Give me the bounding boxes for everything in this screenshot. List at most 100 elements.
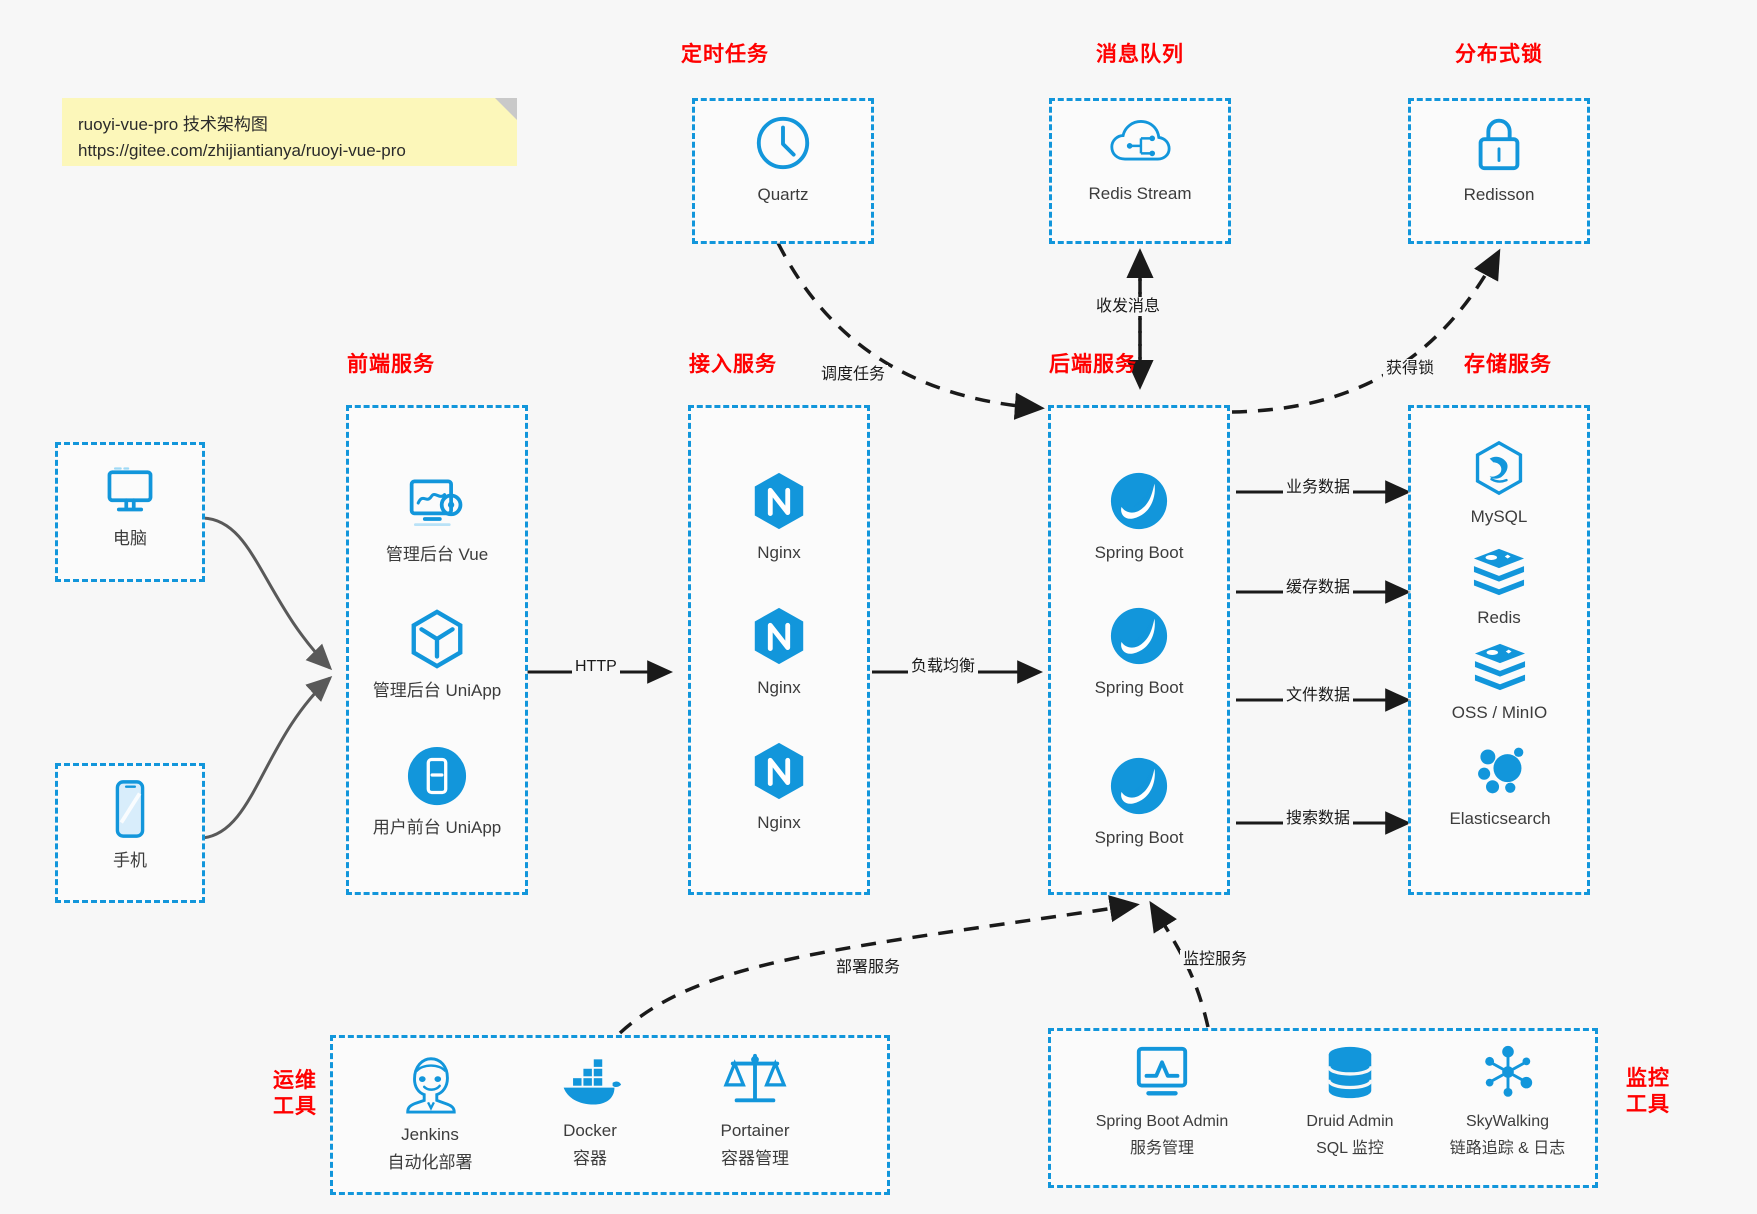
- node-label: Spring Boot: [1094, 678, 1184, 697]
- mobile-app-icon: [406, 745, 468, 812]
- note-line-2: https://gitee.com/zhijiantianya/ruoyi-vu…: [78, 141, 406, 161]
- edge-phone-to-frontend: [202, 675, 333, 840]
- node-sublabel: 容器: [573, 1148, 607, 1168]
- node-mysql[interactable]: MySQL: [1420, 440, 1578, 529]
- node-label: 管理后台 UniApp: [372, 681, 502, 700]
- node-sublabel: SQL 监控: [1316, 1139, 1384, 1157]
- edge-label-monitor-service: 监控服务: [1180, 950, 1251, 970]
- docker-icon: [558, 1052, 622, 1115]
- node-oss-minio[interactable]: OSS / MinIO: [1412, 640, 1587, 725]
- node-spring-boot-2[interactable]: Spring Boot: [1068, 605, 1210, 700]
- skywalking-icon: [1479, 1043, 1537, 1106]
- edge-label-cache-data: 缓存数据: [1283, 578, 1354, 598]
- nginx-icon: [749, 740, 809, 807]
- devops-title-line-1: 运维: [273, 1069, 317, 1092]
- group-title-mq: 消息队列: [1096, 43, 1184, 66]
- node-label: 电脑: [113, 529, 147, 548]
- phone-icon: [107, 778, 153, 845]
- node-desktop[interactable]: 电脑: [65, 460, 195, 551]
- group-title-storage: 存储服务: [1464, 353, 1552, 376]
- spring-boot-icon: [1108, 755, 1170, 822]
- node-elasticsearch[interactable]: Elasticsearch: [1405, 742, 1595, 831]
- node-portainer[interactable]: Portainer 容器管理: [665, 1050, 845, 1171]
- jenkins-icon: [399, 1050, 461, 1119]
- edge-label-http: HTTP: [572, 657, 620, 677]
- node-admin-uniapp[interactable]: 管理后台 UniApp: [366, 608, 508, 703]
- node-label: 手机: [113, 851, 147, 870]
- node-label: Redisson: [1463, 185, 1535, 204]
- node-user-uniapp[interactable]: 用户前台 UniApp: [366, 745, 508, 840]
- group-title-scheduler: 定时任务: [681, 43, 769, 66]
- group-scheduler: [692, 98, 874, 244]
- node-sublabel: 容器管理: [721, 1148, 789, 1168]
- group-client-desktop: [55, 442, 205, 582]
- node-phone[interactable]: 手机: [65, 778, 195, 873]
- node-label: Nginx: [757, 678, 801, 697]
- monitor-title-line-2: 工具: [1626, 1093, 1670, 1117]
- node-sublabel: 链路追踪 & 日志: [1449, 1139, 1566, 1157]
- monitor-title-line-1: 监控: [1626, 1067, 1670, 1090]
- portainer-scale-icon: [723, 1050, 787, 1115]
- node-label: Spring Boot: [1094, 543, 1184, 562]
- edge-label-acquire-lock: 获得锁: [1383, 359, 1438, 379]
- node-nginx-3[interactable]: Nginx: [708, 740, 850, 835]
- edge-label-file-data: 文件数据: [1283, 686, 1354, 706]
- node-nginx-2[interactable]: Nginx: [708, 605, 850, 700]
- node-sublabel: 自动化部署: [387, 1152, 473, 1172]
- mysql-icon: [1471, 440, 1527, 501]
- node-redis[interactable]: Redis: [1420, 545, 1578, 630]
- node-redis-stream[interactable]: Redis Stream: [1069, 115, 1211, 206]
- node-label: OSS / MinIO: [1451, 703, 1548, 722]
- spring-boot-icon: [1108, 605, 1170, 672]
- group-mq: [1049, 98, 1231, 244]
- redis-icon: [1470, 545, 1528, 602]
- note-line-1: ruoyi-vue-pro 技术架构图: [78, 115, 268, 134]
- node-admin-vue[interactable]: 管理后台 Vue: [366, 472, 508, 567]
- oss-minio-icon: [1471, 640, 1529, 697]
- node-docker[interactable]: Docker 容器: [505, 1052, 675, 1171]
- node-spring-boot-3[interactable]: Spring Boot: [1068, 755, 1210, 850]
- edge-label-load-balance: 负载均衡: [908, 657, 979, 677]
- node-sublabel: 服务管理: [1129, 1139, 1194, 1157]
- node-label: 用户前台 UniApp: [372, 818, 502, 837]
- node-spring-boot-1[interactable]: Spring Boot: [1068, 470, 1210, 565]
- edge-label-send-receive-message: 收发消息: [1093, 297, 1164, 317]
- group-title-monitor: 监控 工具: [1608, 1066, 1688, 1119]
- edge-label-schedule-task: 调度任务: [818, 365, 889, 385]
- note-fold-icon: [495, 98, 517, 120]
- node-skywalking[interactable]: SkyWalking 链路追踪 & 日志: [1420, 1043, 1595, 1159]
- desktop-icon: [102, 460, 158, 523]
- monitor-chart-icon: [1133, 1043, 1191, 1106]
- edge-desktop-to-frontend: [202, 516, 333, 671]
- clock-icon: [752, 112, 814, 179]
- node-label: Druid Admin: [1306, 1113, 1394, 1130]
- sticky-note: ruoyi-vue-pro 技术架构图 https://gitee.com/zh…: [62, 98, 517, 166]
- node-label: Docker: [563, 1121, 617, 1140]
- node-quartz[interactable]: Quartz: [712, 112, 854, 207]
- nginx-icon: [749, 470, 809, 537]
- edge-label-search-data: 搜索数据: [1283, 809, 1354, 829]
- node-redisson[interactable]: Redisson: [1428, 112, 1570, 207]
- node-label: SkyWalking: [1466, 1113, 1549, 1130]
- node-label: Quartz: [757, 185, 809, 204]
- group-title-backend: 后端服务: [1049, 353, 1137, 376]
- edge-label-deploy-service: 部署服务: [833, 958, 904, 978]
- elasticsearch-icon: [1472, 742, 1528, 803]
- node-label: Redis Stream: [1088, 184, 1192, 203]
- devops-title-line-2: 工具: [273, 1095, 317, 1119]
- uniapp-cube-icon: [407, 608, 467, 675]
- group-title-devops: 运维 工具: [255, 1068, 335, 1121]
- node-jenkins[interactable]: Jenkins 自动化部署: [345, 1050, 515, 1175]
- edge-acquire-lock: [1231, 248, 1501, 414]
- node-spring-boot-admin[interactable]: Spring Boot Admin 服务管理: [1062, 1043, 1262, 1159]
- node-label: Redis: [1477, 608, 1521, 627]
- node-label: Portainer: [720, 1121, 790, 1140]
- node-label: Nginx: [757, 543, 801, 562]
- nginx-icon: [749, 605, 809, 672]
- node-label: Spring Boot Admin: [1095, 1113, 1229, 1130]
- node-label: Spring Boot: [1094, 828, 1184, 847]
- node-nginx-1[interactable]: Nginx: [708, 470, 850, 565]
- spring-boot-icon: [1108, 470, 1170, 537]
- node-druid-admin[interactable]: Druid Admin SQL 监控: [1265, 1043, 1435, 1159]
- edge-label-business-data: 业务数据: [1283, 478, 1354, 498]
